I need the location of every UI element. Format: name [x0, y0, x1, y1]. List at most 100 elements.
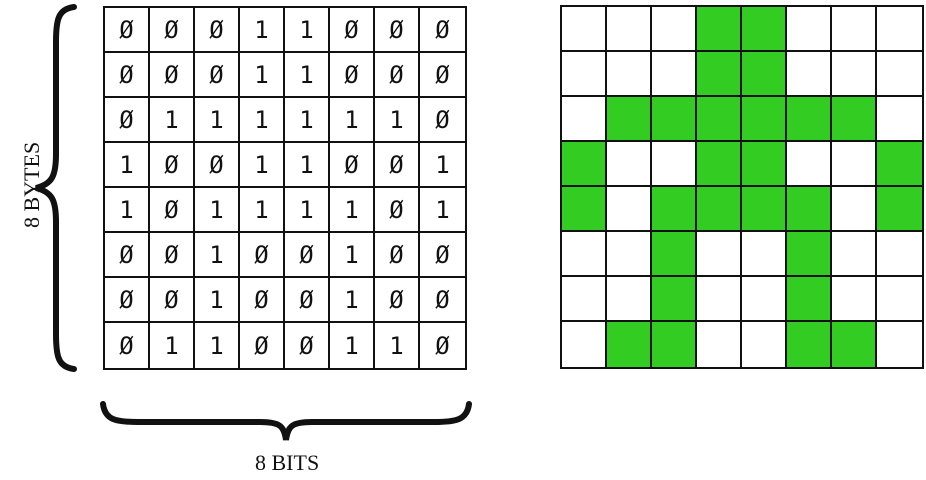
pixel-cell	[787, 277, 832, 322]
pixel-cell	[562, 142, 607, 187]
bit-cell: 1	[420, 143, 465, 188]
bit-cell: Ø	[105, 53, 150, 98]
bit-cell: 1	[195, 278, 240, 323]
pixel-cell	[697, 142, 742, 187]
pixel-cell	[562, 7, 607, 52]
bit-cell: Ø	[240, 233, 285, 278]
bit-cell: 1	[195, 233, 240, 278]
pixel-cell	[697, 7, 742, 52]
pixel-cell	[742, 277, 787, 322]
bit-cell: Ø	[285, 233, 330, 278]
pixel-cell	[787, 7, 832, 52]
pixel-cell	[652, 277, 697, 322]
pixel-cell	[562, 97, 607, 142]
pixel-cell	[697, 187, 742, 232]
pixel-grid	[560, 5, 924, 369]
pixel-cell	[787, 232, 832, 277]
pixel-cell	[877, 142, 922, 187]
pixel-cell	[562, 187, 607, 232]
bit-cell: Ø	[420, 8, 465, 53]
bit-cell: 1	[240, 188, 285, 233]
bit-cell: 1	[285, 143, 330, 188]
bit-cell: Ø	[330, 8, 375, 53]
bit-cell: Ø	[375, 278, 420, 323]
bit-cell: Ø	[150, 53, 195, 98]
pixel-cell	[652, 187, 697, 232]
pixel-cell	[877, 187, 922, 232]
bit-cell: Ø	[285, 323, 330, 368]
pixel-cell	[652, 7, 697, 52]
pixel-cell	[832, 187, 877, 232]
bit-cell: Ø	[195, 8, 240, 53]
pixel-cell	[607, 232, 652, 277]
pixel-cell	[787, 322, 832, 367]
pixel-cell	[742, 52, 787, 97]
pixel-cell	[832, 277, 877, 322]
pixel-cell	[787, 97, 832, 142]
bit-cell: Ø	[105, 8, 150, 53]
pixel-cell	[607, 52, 652, 97]
pixel-cell	[787, 187, 832, 232]
pixel-cell	[652, 142, 697, 187]
bit-cell: 1	[240, 143, 285, 188]
bit-cell: Ø	[375, 143, 420, 188]
bit-cell: Ø	[195, 53, 240, 98]
pixel-cell	[742, 7, 787, 52]
bit-cell: Ø	[105, 233, 150, 278]
pixel-cell	[697, 322, 742, 367]
pixel-cell	[652, 52, 697, 97]
bit-cell: 1	[330, 98, 375, 143]
bit-cell: Ø	[375, 53, 420, 98]
bit-cell: 1	[285, 8, 330, 53]
bit-cell: Ø	[240, 323, 285, 368]
bits-brace	[100, 398, 472, 444]
pixel-cell	[607, 142, 652, 187]
pixel-cell	[877, 7, 922, 52]
bit-cell: 1	[420, 188, 465, 233]
bit-cell: 1	[330, 188, 375, 233]
pixel-cell	[652, 232, 697, 277]
pixel-cell	[742, 142, 787, 187]
pixel-cell	[607, 7, 652, 52]
pixel-cell	[742, 232, 787, 277]
bit-cell: Ø	[330, 143, 375, 188]
pixel-cell	[832, 232, 877, 277]
bit-cell: 1	[105, 143, 150, 188]
bit-cell: 1	[330, 233, 375, 278]
bit-cell: Ø	[150, 188, 195, 233]
bit-cell: 1	[240, 8, 285, 53]
pixel-cell	[607, 322, 652, 367]
bit-cell: 1	[240, 53, 285, 98]
bit-cell: Ø	[420, 278, 465, 323]
pixel-cell	[877, 97, 922, 142]
pixel-cell	[697, 277, 742, 322]
bit-cell: 1	[195, 323, 240, 368]
bit-cell: 1	[285, 188, 330, 233]
pixel-cell	[652, 322, 697, 367]
bit-cell: Ø	[375, 8, 420, 53]
pixel-cell	[877, 232, 922, 277]
bit-cell: 1	[240, 98, 285, 143]
bit-cell: Ø	[150, 278, 195, 323]
bit-cell: Ø	[105, 323, 150, 368]
bit-cell: Ø	[105, 98, 150, 143]
pixel-cell	[877, 52, 922, 97]
pixel-cell	[697, 52, 742, 97]
bit-cell: 1	[195, 98, 240, 143]
bytes-label: 8 BYTES	[19, 148, 45, 228]
pixel-cell	[652, 97, 697, 142]
pixel-cell	[562, 322, 607, 367]
bit-cell: Ø	[330, 53, 375, 98]
bit-cell: 1	[375, 98, 420, 143]
bit-cell: 1	[105, 188, 150, 233]
bit-cell: 1	[285, 98, 330, 143]
pixel-cell	[607, 187, 652, 232]
bit-cell: 1	[195, 188, 240, 233]
bit-cell: Ø	[420, 98, 465, 143]
pixel-cell	[832, 322, 877, 367]
pixel-cell	[607, 97, 652, 142]
pixel-cell	[832, 142, 877, 187]
pixel-cell	[742, 322, 787, 367]
bit-cell: 1	[285, 53, 330, 98]
